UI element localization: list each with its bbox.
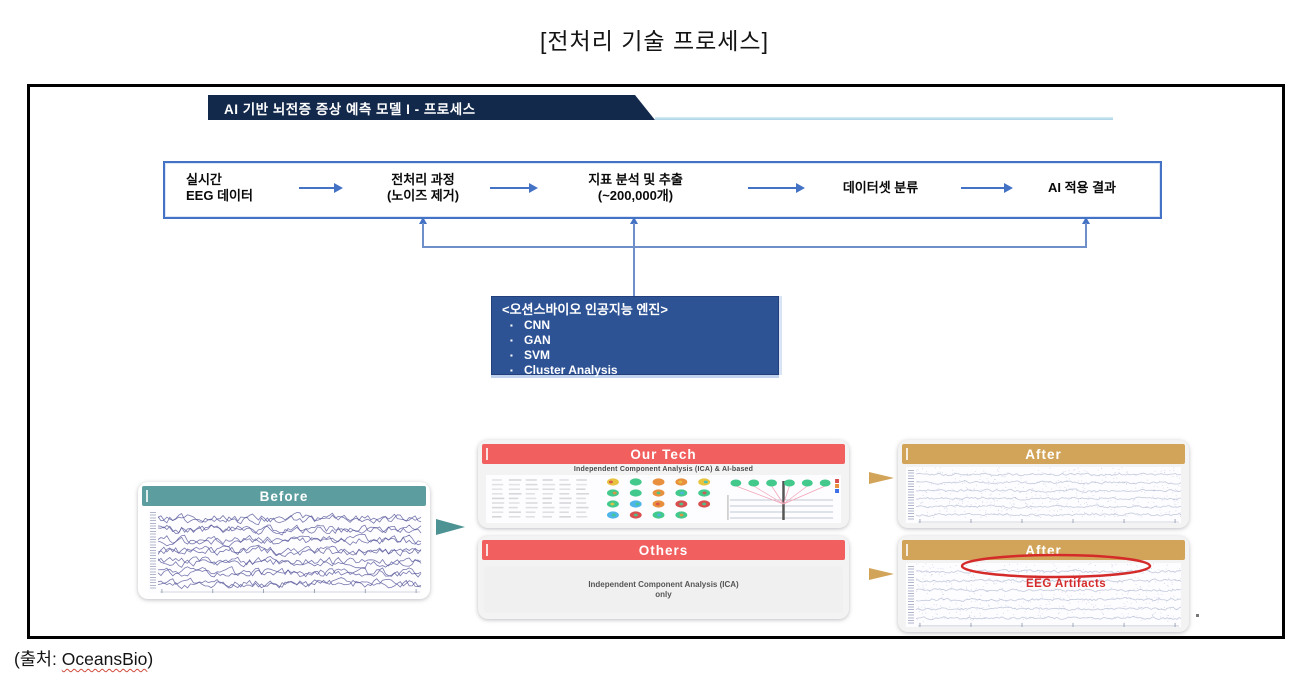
before-card: Before: [138, 482, 430, 599]
eeg-waveform: [916, 563, 1181, 627]
flow-step-label: 지표 분석 및 추출: [588, 172, 683, 187]
bullet-icon: ▪: [510, 351, 513, 360]
after-clean-eeg-image: [906, 467, 1181, 523]
diagram-frame: AI 기반 뇌전증 증상 예측 모델 I - 프로세스 실시간 EEG 데이터 …: [27, 84, 1285, 639]
flow-arrow-icon: [961, 183, 1013, 193]
ai-engine-item: ▪Cluster Analysis: [510, 363, 618, 377]
flow-step-ai-result: AI 적용 결과: [1023, 161, 1141, 215]
tech-to-after-arrow-icon: [869, 472, 894, 484]
ai-engine-item: ▪CNN: [510, 318, 550, 332]
eeg-axis-labels: [908, 470, 914, 520]
our-tech-card-header: Our Tech: [482, 444, 845, 464]
flow-step-label: 데이터셋 분류: [842, 180, 919, 195]
connector-up-arrow-icon: [630, 217, 638, 224]
flow-step-realtime-eeg: 실시간 EEG 데이터: [186, 161, 298, 215]
connector-line: [422, 223, 424, 248]
tiny-page-mark: [1196, 614, 1199, 617]
flow-step-label: (~200,000개): [597, 188, 674, 203]
flow-step-label: AI 적용 결과: [1047, 180, 1117, 195]
source-caption: (출처: OceansBio): [14, 649, 154, 669]
page-title: [전처리 기술 프로세스]: [539, 28, 769, 54]
flow-step-label: 실시간: [186, 172, 222, 187]
after-artifact-eeg-image: [906, 563, 1181, 627]
after-card-header: After: [902, 444, 1185, 464]
flow-step-label: EEG 데이터: [186, 188, 253, 203]
header-tick-icon: [486, 544, 488, 556]
after-clean-card: After: [898, 440, 1189, 528]
process-flow-box: [163, 161, 1162, 219]
ica-components-figure: [491, 478, 840, 520]
header-tick-icon: [486, 448, 488, 460]
others-card: Others Independent Component Analysis (I…: [478, 536, 849, 619]
our-tech-card: Our Tech Independent Component Analysis …: [478, 440, 849, 528]
ai-engine-item: ▪SVM: [510, 348, 551, 362]
header-tick-icon: [906, 448, 908, 460]
before-to-tech-arrow-icon: [436, 519, 465, 535]
our-tech-card-title: Our Tech: [630, 446, 697, 462]
ai-engine-title: <오션스바이오 인공지능 엔진>: [502, 302, 668, 317]
banner-underline: [655, 117, 1113, 120]
others-to-after-arrow-icon: [869, 568, 894, 580]
connector-line: [633, 223, 635, 296]
eeg-axis-labels: [908, 566, 914, 624]
before-card-header: Before: [142, 486, 426, 506]
others-card-header: Others: [482, 540, 845, 560]
section-banner: AI 기반 뇌전증 증상 예측 모델 I - 프로세스: [208, 95, 655, 120]
our-tech-figure: [486, 475, 841, 523]
flow-arrow-icon: [490, 183, 538, 193]
after-card-header: After: [902, 540, 1185, 560]
flow-step-label: (노이즈 제거): [386, 188, 460, 203]
bullet-icon: ▪: [510, 336, 513, 345]
flow-step-label: 전처리 과정: [391, 172, 455, 187]
connector-line: [1085, 223, 1087, 248]
bullet-icon: ▪: [510, 321, 513, 330]
others-description: Independent Component Analysis (ICA) onl…: [484, 566, 843, 613]
flow-arrow-icon: [748, 183, 805, 193]
flow-step-dataset-classification: 데이터셋 분류: [818, 161, 943, 215]
source-name: OceansBio: [61, 649, 148, 669]
ai-engine-box: <오션스바이오 인공지능 엔진> ▪CNN ▪GAN ▪SVM ▪Cluster…: [491, 296, 779, 377]
section-banner-label: AI 기반 뇌전증 증상 예측 모델 I - 프로세스: [224, 101, 476, 117]
others-card-title: Others: [638, 542, 689, 558]
connector-up-arrow-icon: [419, 217, 427, 224]
header-tick-icon: [906, 544, 908, 556]
eeg-axis-labels: [150, 512, 156, 590]
flow-step-preprocessing: 전처리 과정 (노이즈 제거): [348, 161, 498, 215]
eeg-artifacts-label: EEG Artifacts: [1026, 578, 1107, 590]
connector-line: [422, 246, 1087, 248]
flow-step-feature-extraction: 지표 분석 및 추출 (~200,000개): [558, 161, 713, 215]
after-artifact-card: After EEG Artifacts: [898, 536, 1189, 632]
flow-arrow-icon: [299, 183, 343, 193]
after-card-title: After: [1025, 446, 1062, 462]
eeg-waveform: [158, 512, 422, 593]
ai-engine-item: ▪GAN: [510, 333, 551, 347]
bullet-icon: ▪: [510, 366, 513, 375]
after-card-title: After: [1025, 542, 1062, 558]
our-tech-subtitle: Independent Component Analysis (ICA) & A…: [573, 466, 754, 473]
connector-up-arrow-icon: [1082, 217, 1090, 224]
before-eeg-image: [148, 509, 422, 593]
header-tick-icon: [146, 490, 148, 502]
eeg-waveform: [916, 467, 1181, 523]
before-card-title: Before: [259, 488, 309, 504]
